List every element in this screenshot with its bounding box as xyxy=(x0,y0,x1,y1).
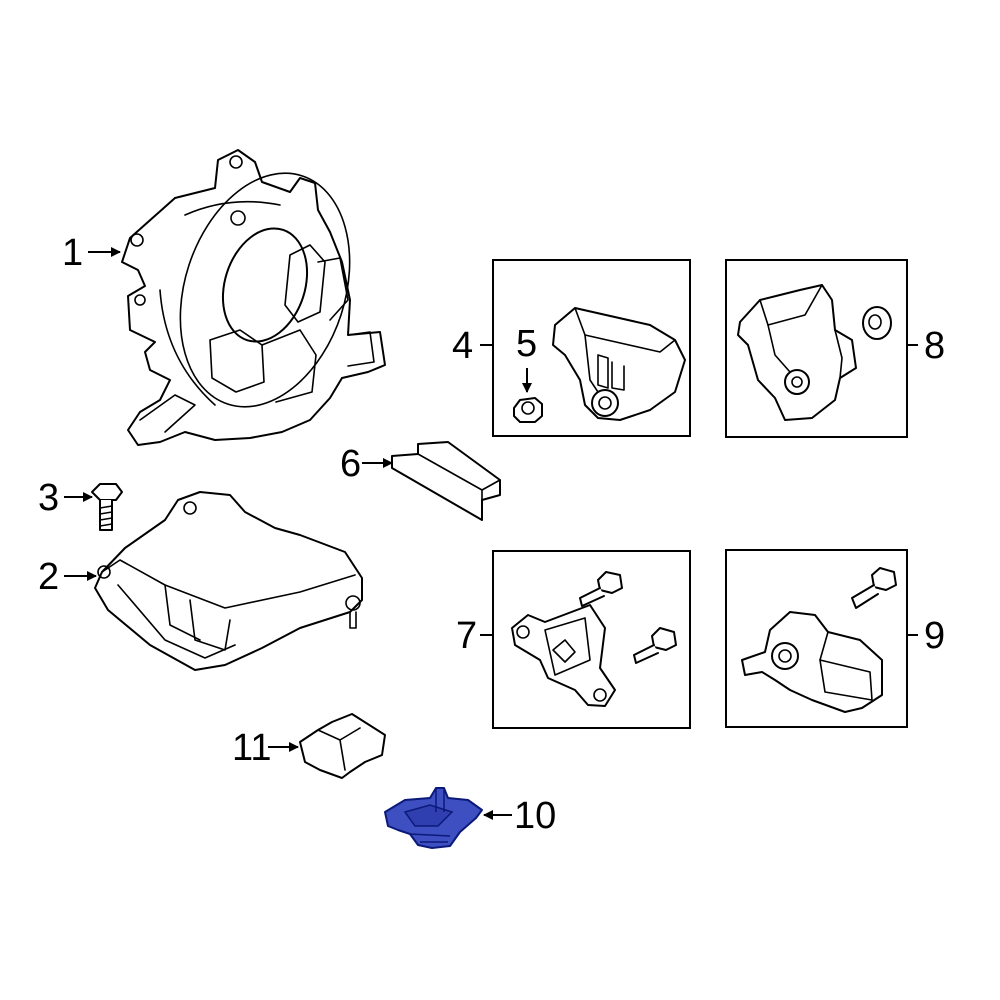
part-10-sensor-highlighted[interactable] xyxy=(384,787,483,849)
part-8-spacer[interactable] xyxy=(862,306,892,340)
part-2-control-module[interactable] xyxy=(94,491,363,671)
part-5-nut[interactable] xyxy=(513,397,543,423)
part-7-frame xyxy=(492,550,691,729)
callout-7: 7 xyxy=(456,615,477,657)
part-4-impact-sensor[interactable] xyxy=(552,307,686,421)
part-7-bolt-lower[interactable] xyxy=(633,627,677,664)
part-3-bolt[interactable] xyxy=(91,483,123,531)
callout-10: 10 xyxy=(514,795,556,837)
part-4-frame xyxy=(492,259,691,437)
part-11-cover[interactable] xyxy=(299,713,386,779)
callout-1: 1 xyxy=(62,232,83,274)
callout-6: 6 xyxy=(340,443,361,485)
callout-5: 5 xyxy=(516,323,537,365)
part-9-frame xyxy=(725,549,908,728)
part-7-sensor[interactable] xyxy=(511,604,616,707)
part-6-bracket[interactable] xyxy=(391,441,501,521)
callout-4: 4 xyxy=(452,325,473,367)
callout-3: 3 xyxy=(38,477,59,519)
part-7-bolt-upper[interactable] xyxy=(579,571,623,607)
part-8-frame xyxy=(725,259,908,438)
callout-2: 2 xyxy=(38,556,59,598)
callout-11: 11 xyxy=(232,727,271,769)
callout-9: 9 xyxy=(924,615,945,657)
part-1-clock-spring[interactable] xyxy=(121,149,386,446)
part-9-bolt[interactable] xyxy=(851,567,897,609)
part-9-sensor[interactable] xyxy=(741,611,883,713)
callout-8: 8 xyxy=(924,325,945,367)
part-8-sensor[interactable] xyxy=(737,284,857,421)
